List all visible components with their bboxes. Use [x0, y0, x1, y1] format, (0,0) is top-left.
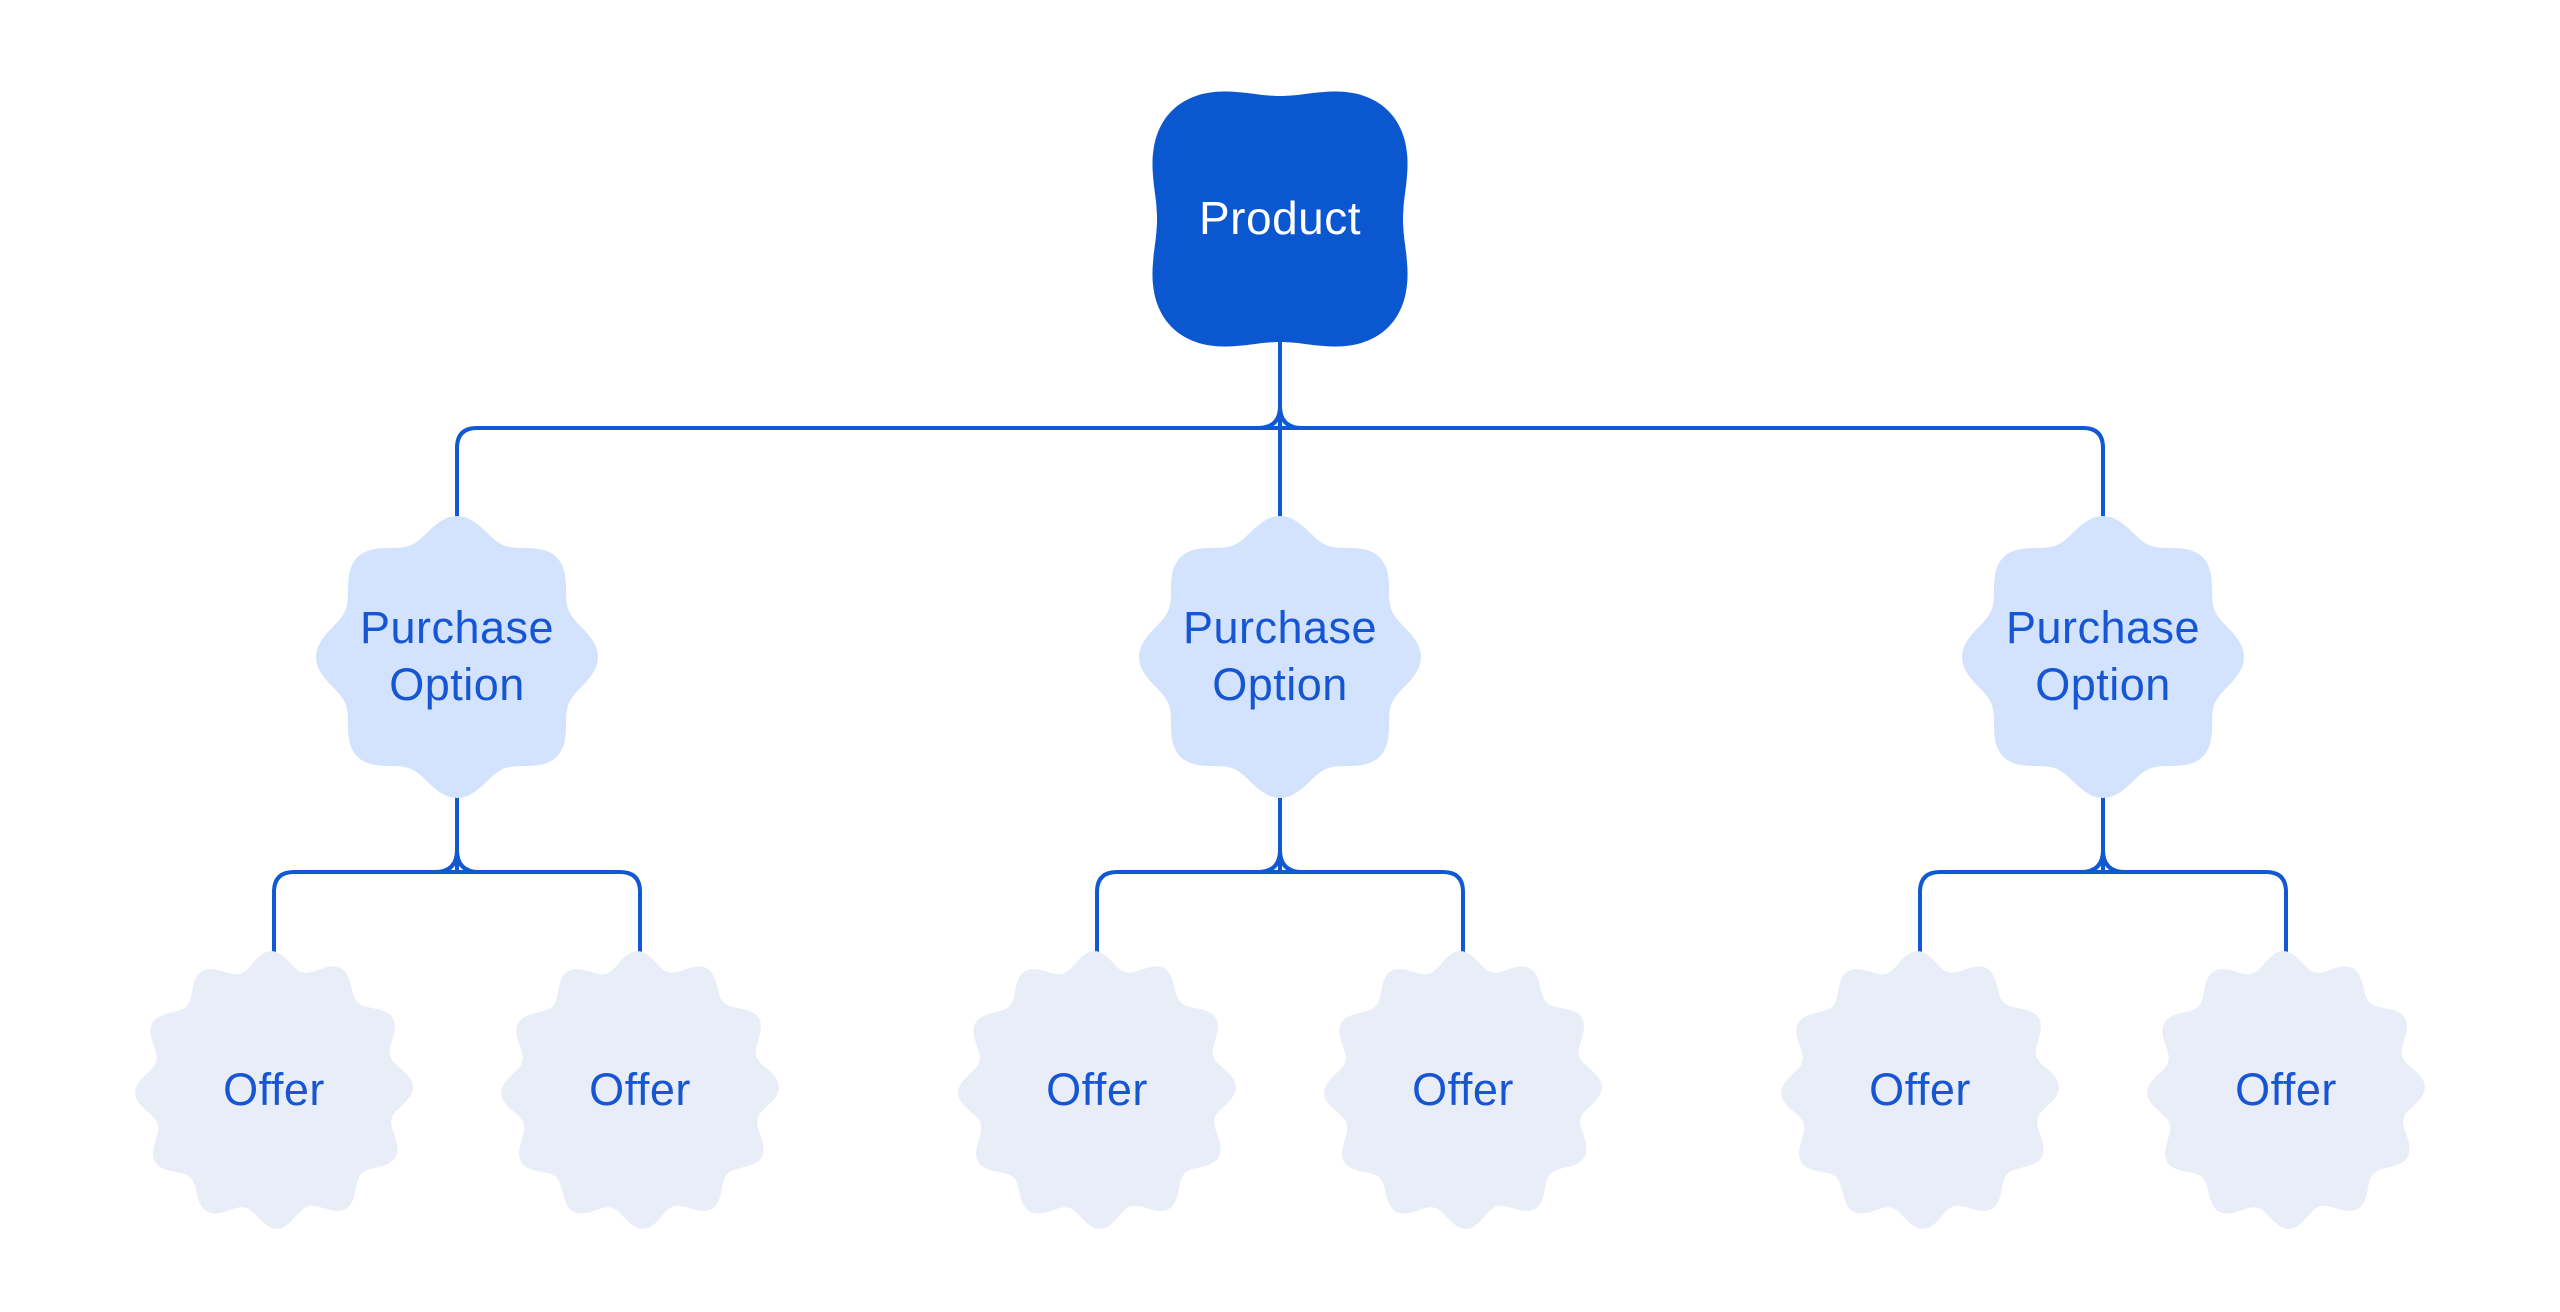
offer-4-node-shape [1324, 951, 1602, 1229]
product-node-shape [1152, 91, 1408, 347]
purchase-option-1-node-shape [316, 516, 598, 798]
connector-rail-p3 [1918, 870, 2288, 952]
connector-rail-p1 [272, 870, 642, 952]
offer-1-node-shape [135, 951, 413, 1229]
connector-fillet-p3-left [2080, 849, 2105, 874]
purchase-option-2-node-shape [1139, 516, 1421, 798]
offer-5-node-shape [1781, 951, 2059, 1229]
connector-rail-p2 [1095, 870, 1465, 952]
connector-fillet-p1-right [455, 849, 480, 874]
purchase-option-3-node-shape [1962, 516, 2244, 798]
connector-fillet-p2-right [1278, 849, 1303, 874]
connector-fillet-p3-right [2101, 849, 2126, 874]
connector-fillet-p2-left [1257, 849, 1282, 874]
offer-3-node-shape [958, 951, 1236, 1229]
connector-lines [272, 338, 2288, 952]
offer-6-node-shape [2147, 951, 2425, 1229]
connector-fillet-p1-left [434, 849, 459, 874]
connector-fillet-level1-left [1257, 405, 1282, 430]
offer-2-node-shape [501, 951, 779, 1229]
connector-fillet-level1-right [1278, 405, 1303, 430]
